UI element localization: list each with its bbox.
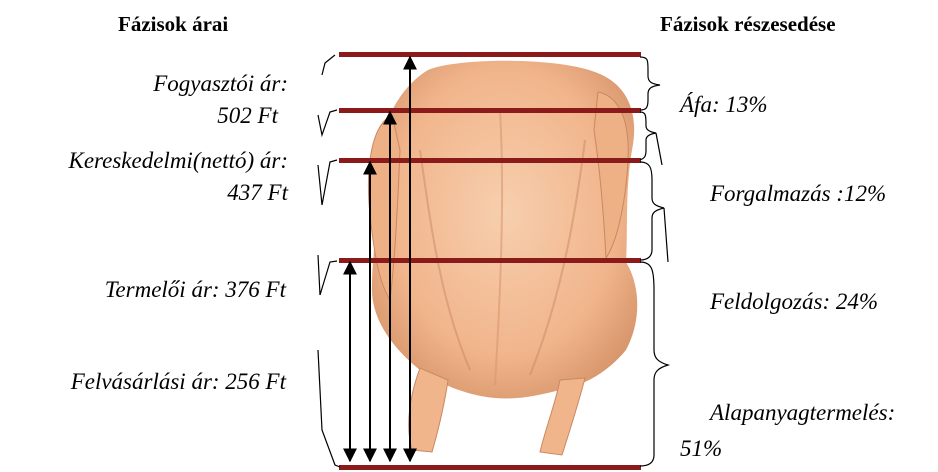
left-connector-consumer — [322, 55, 335, 75]
left-connector-base — [318, 350, 340, 467]
left-connector-retail — [318, 110, 337, 135]
leader-processing — [664, 208, 668, 262]
bar-producer — [339, 158, 641, 163]
brace-processing — [640, 162, 664, 260]
left-connectors — [318, 55, 340, 467]
chicken-image — [368, 61, 637, 455]
bar-retail — [339, 108, 641, 113]
bar-base — [339, 465, 641, 470]
brace-distribution — [640, 112, 656, 160]
chicken-left-leg — [409, 368, 448, 452]
brace-raw-material — [640, 262, 668, 466]
bar-consumer — [339, 52, 641, 57]
bar-purchase — [339, 258, 641, 263]
leader-distribution — [656, 133, 662, 165]
left-connector-purchase — [318, 255, 337, 295]
left-connector-producer — [318, 160, 337, 205]
right-braces — [640, 57, 668, 466]
brace-vat — [640, 57, 660, 110]
